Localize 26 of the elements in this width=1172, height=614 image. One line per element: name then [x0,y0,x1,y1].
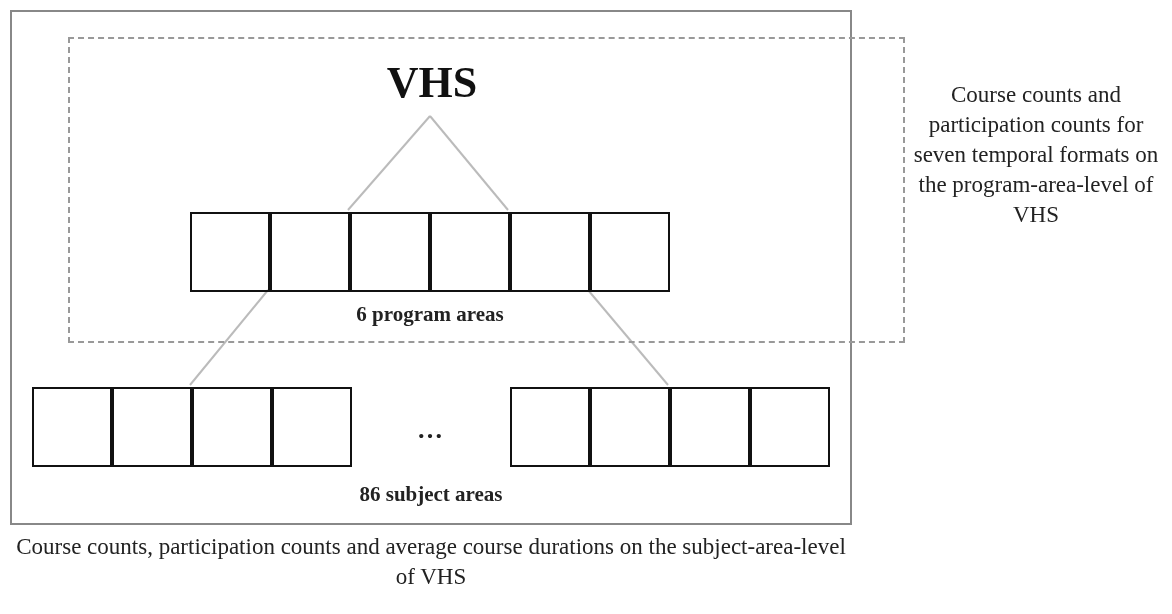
empty-box [270,212,350,292]
empty-box [510,387,590,467]
root-label: VHS [372,52,492,114]
empty-box [190,212,270,292]
empty-box [192,387,272,467]
empty-box [510,212,590,292]
empty-box [750,387,830,467]
side-note: Course counts and participation counts for seven temporal formats on the program-area-level of VHS [912,81,1160,229]
connector-line [429,115,509,211]
row-label: 86 subject areas [358,482,504,507]
dashed-frame [68,37,905,343]
frame-box [10,10,852,525]
empty-box [350,212,430,292]
empty-box [670,387,750,467]
row-label: 6 program areas [355,302,505,327]
connector-line [587,289,669,386]
empty-box [590,387,670,467]
empty-box [112,387,192,467]
empty-box [590,212,670,292]
caption-text: Course counts, participation counts and average course durations on the subject-area-level of VHS [15,533,847,591]
empty-box [272,387,352,467]
empty-box [32,387,112,467]
ellipsis: … [416,415,444,445]
empty-box [430,212,510,292]
connector-line [347,115,431,211]
connector-line [189,289,269,386]
